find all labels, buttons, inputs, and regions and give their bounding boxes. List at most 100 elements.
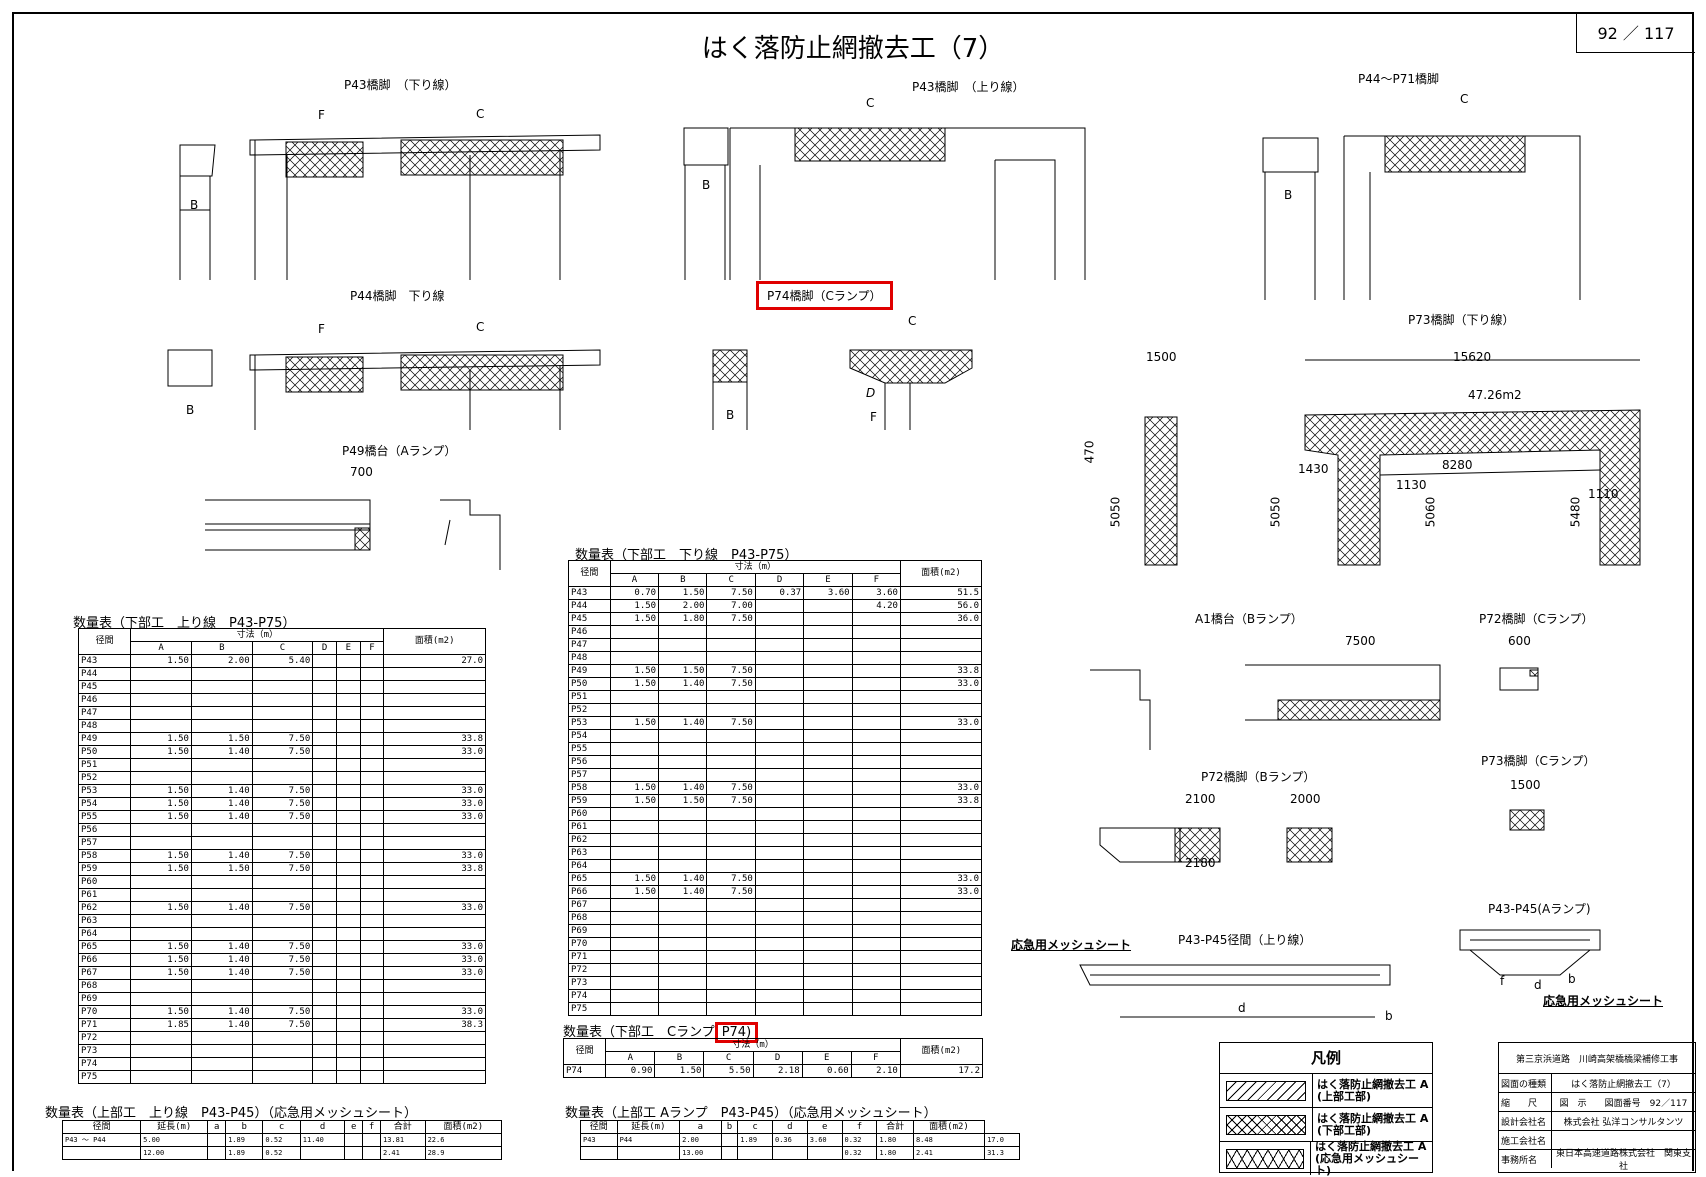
- dim-B-3: B: [1284, 188, 1293, 202]
- table-cell: [899, 625, 983, 639]
- table-cell: P52: [77, 771, 132, 785]
- table-row: P57: [77, 836, 486, 850]
- table-cell: [383, 667, 486, 681]
- table-cell: [803, 664, 853, 678]
- table-header-cell: a: [207, 1120, 227, 1134]
- table-cell: [383, 693, 486, 707]
- table-cell: [658, 833, 708, 847]
- table-cell: [851, 742, 901, 756]
- table-cell: [130, 979, 192, 993]
- table-cell: P61: [77, 888, 132, 902]
- table-cell: [803, 625, 853, 639]
- table-cell: [335, 1031, 361, 1045]
- table-cell: [190, 680, 253, 694]
- table-row: P72: [568, 963, 983, 977]
- table-header-cell: a: [679, 1120, 722, 1134]
- table-cell: [899, 768, 983, 782]
- legend: 凡例 はく落防止網撤去工 A(上部工部) はく落防止網撤去工 A(下部工部) は…: [1219, 1042, 1433, 1176]
- table-header-cell: 面積(m2): [912, 1120, 986, 1134]
- table-cell: [190, 706, 253, 720]
- table-cell: 1.40: [190, 797, 253, 811]
- table-cell: [851, 820, 901, 834]
- table-cell: [383, 758, 486, 772]
- table-cell: [312, 1044, 337, 1058]
- table-cell: [899, 924, 983, 938]
- table-super-up-caption: 数量表（上部工 上り線 P43-P45）（応急用メッシュシート）: [45, 1106, 417, 1121]
- table-row: P73: [77, 1044, 486, 1058]
- table-cell: [754, 742, 805, 756]
- table-cell: [609, 820, 660, 834]
- table-cell: [851, 872, 901, 886]
- table-cell: [754, 755, 805, 769]
- table-cell: P68: [568, 911, 611, 925]
- table-cell: [658, 755, 708, 769]
- table-cell: [130, 875, 192, 889]
- table-cell: 1.80: [876, 1146, 914, 1160]
- table-cell: 7.50: [251, 745, 314, 759]
- table-cell: [658, 651, 708, 665]
- label-p49: P49橋台（Aランプ）: [342, 444, 457, 458]
- table-cell: P57: [568, 768, 611, 782]
- table-cell: [190, 719, 253, 733]
- title-block-value: 図 示 図面番号 92／117: [1559, 1098, 1688, 1109]
- table-row: P69: [568, 924, 983, 938]
- table-cell: [609, 846, 660, 860]
- a-dim-f: f: [1500, 974, 1505, 988]
- table-cell: [335, 784, 361, 798]
- p73-dim-1500: 1500: [1146, 350, 1177, 364]
- table-cell: 1.40: [658, 885, 708, 899]
- table-cell: 1.50: [609, 781, 660, 795]
- table-cell: [706, 976, 756, 990]
- table-cell: 1.50: [130, 654, 192, 668]
- table-cell: [312, 901, 337, 915]
- table-cell: 7.50: [251, 784, 314, 798]
- p73-dim-1130: 1130: [1396, 478, 1427, 492]
- table-cell: 33.8: [899, 664, 983, 678]
- table-cell: [754, 638, 805, 652]
- table-cell: [754, 911, 805, 925]
- table-cell: [335, 693, 361, 707]
- table-cell: 33.0: [383, 940, 486, 954]
- table-cell: [359, 771, 385, 785]
- dim-F-2: F: [318, 322, 325, 336]
- table-cell: 1.50: [609, 599, 660, 613]
- table-cell: [851, 963, 901, 977]
- table-cell: 1.40: [658, 781, 708, 795]
- table-cell: [803, 651, 853, 665]
- table-cell: P43: [580, 1133, 618, 1147]
- a-dim-b: b: [1568, 972, 1576, 986]
- table-cell: 0.52: [262, 1133, 301, 1147]
- table-cell: [335, 706, 361, 720]
- table-cell: 1.50: [130, 797, 192, 811]
- table-cell: [803, 690, 853, 704]
- table-cell: 7.50: [706, 716, 756, 730]
- table-cell: [251, 1070, 314, 1084]
- table-cell: [190, 1031, 253, 1045]
- title-block-row: 施工会社名: [1499, 1131, 1695, 1150]
- table-cell: [335, 680, 361, 694]
- table-header-cell: 径間: [580, 1120, 618, 1134]
- table-cell: 1.50: [658, 586, 708, 600]
- table-cell: [851, 807, 901, 821]
- table-cell: [362, 1133, 381, 1147]
- table-cell: P65: [568, 872, 611, 886]
- table-cell: [130, 758, 192, 772]
- table-cell: P49: [568, 664, 611, 678]
- table-cell: [383, 1070, 486, 1084]
- table-cell: [899, 989, 983, 1003]
- table-cell: 7.50: [251, 1018, 314, 1032]
- table-cell: [312, 1070, 337, 1084]
- table-cell: [335, 940, 361, 954]
- table-cell: [359, 654, 385, 668]
- table-cell: [803, 755, 853, 769]
- table-cell: [899, 833, 983, 847]
- title-block-key: 設計会社名: [1499, 1112, 1552, 1130]
- table-cell: [706, 807, 756, 821]
- table-cell: 0.32: [841, 1133, 878, 1147]
